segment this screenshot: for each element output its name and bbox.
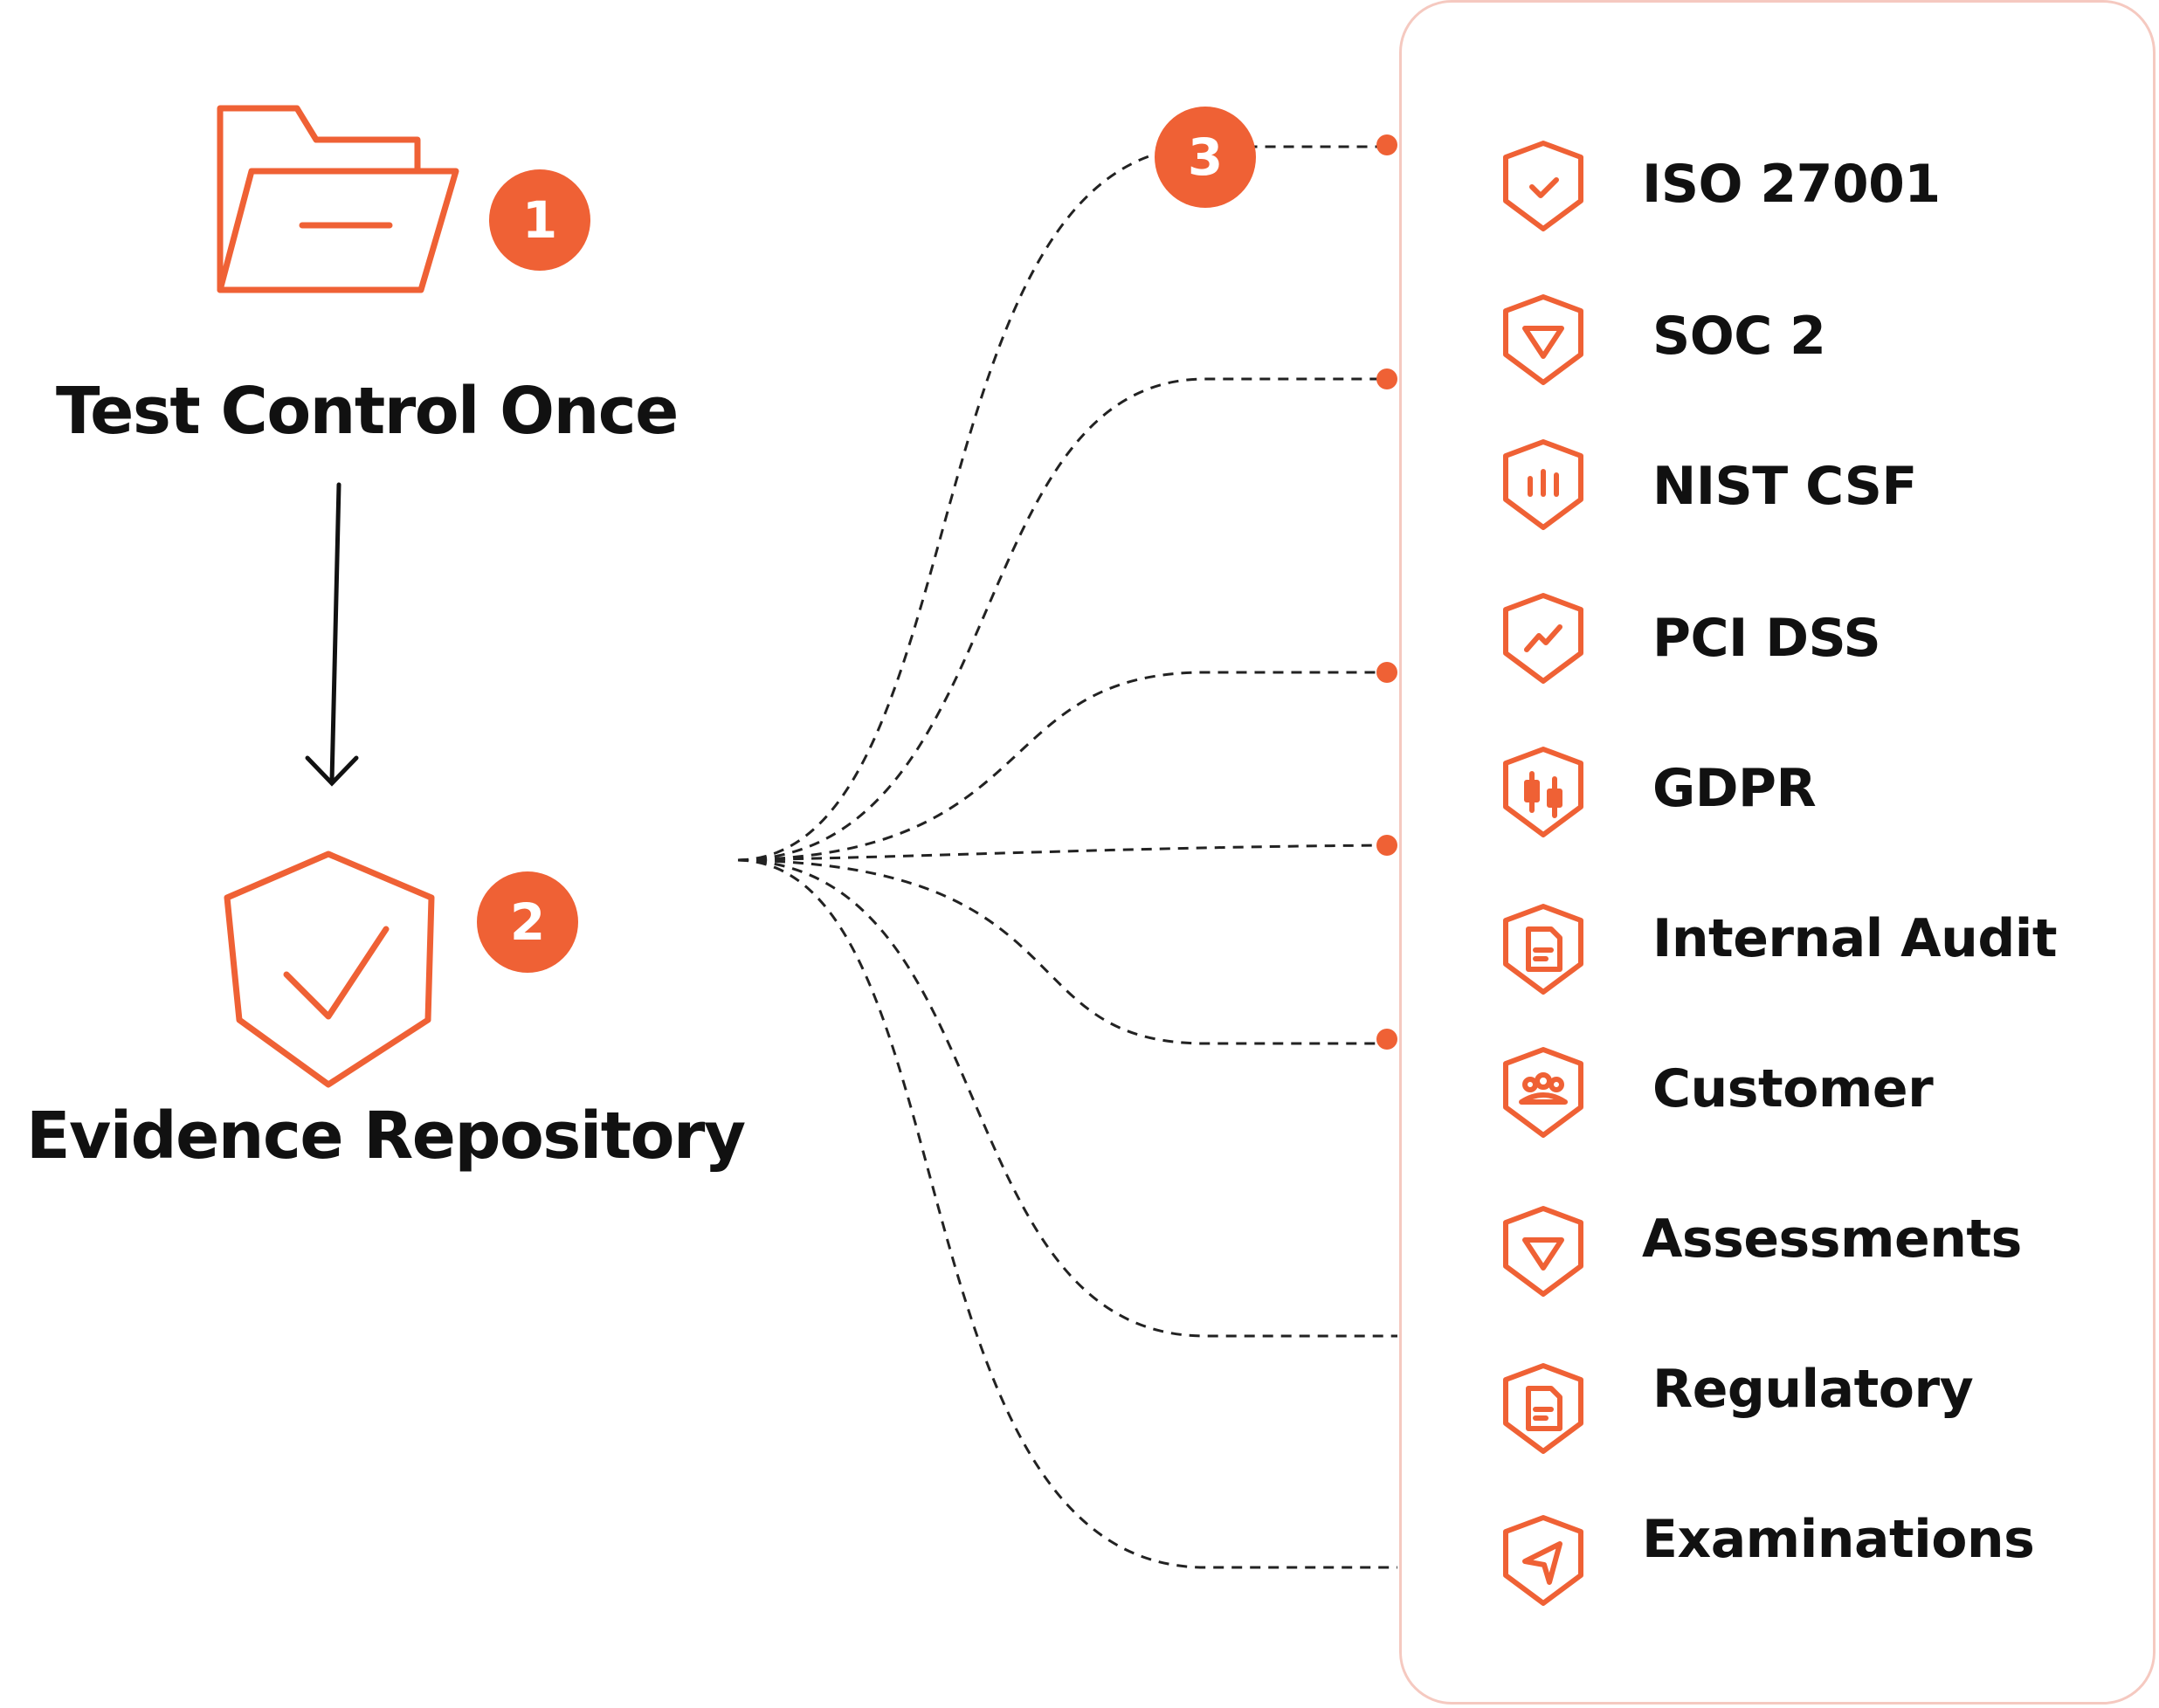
framework-examinations: Examinations	[1642, 1509, 2035, 1570]
shield-bar-chart-icon	[1503, 439, 1583, 530]
connector-examinations	[737, 858, 1397, 1569]
step-3-badge: 3	[1155, 107, 1256, 208]
shield-check-icon	[1503, 141, 1583, 231]
folder-icon	[217, 105, 459, 293]
framework-customer: Customer	[1652, 1058, 1934, 1119]
shield-trend-icon	[1503, 593, 1583, 684]
connector-soc2	[737, 377, 1387, 862]
shield-document-icon	[1503, 904, 1583, 995]
step-2-badge: 2	[477, 871, 578, 973]
frameworks-panel	[1399, 0, 2156, 1705]
connector-dot	[1376, 134, 1397, 155]
framework-internal-audit: Internal Audit	[1652, 908, 2058, 969]
shield-check-icon	[224, 851, 435, 1088]
connector-dot	[1376, 368, 1397, 389]
step-1-badge: 1	[489, 169, 590, 271]
framework-nist-csf: NIST CSF	[1652, 456, 1917, 517]
framework-pci-dss: PCI DSS	[1652, 608, 1881, 669]
shield-send-icon	[1503, 1515, 1583, 1606]
shield-triangle-icon	[1503, 294, 1583, 385]
framework-assessments: Assessments	[1642, 1209, 2022, 1270]
framework-soc2: SOC 2	[1652, 306, 1826, 367]
connector-gdpr	[737, 844, 1388, 862]
framework-iso27001: ISO 27001	[1642, 154, 1941, 215]
framework-regulatory: Regulatory	[1652, 1359, 1974, 1420]
connector-internal-audit	[737, 858, 1387, 1045]
framework-gdpr: GDPR	[1652, 758, 1817, 819]
shield-triangle-icon	[1503, 1206, 1583, 1297]
connector-iso27001	[737, 145, 1387, 862]
flow-arrow	[305, 482, 359, 787]
connector-dot	[1376, 1029, 1397, 1050]
connector-dot	[1376, 662, 1397, 683]
step-2-label: Evidence Repository	[26, 1098, 746, 1174]
connector-assessments	[737, 858, 1397, 1338]
shield-document-icon	[1503, 1363, 1583, 1454]
step-1-label: Test Control Once	[56, 374, 679, 449]
connector-pcidss	[737, 671, 1387, 862]
shield-candlestick-icon	[1503, 747, 1583, 837]
connector-dot	[1376, 835, 1397, 856]
shield-group-icon	[1503, 1047, 1583, 1138]
